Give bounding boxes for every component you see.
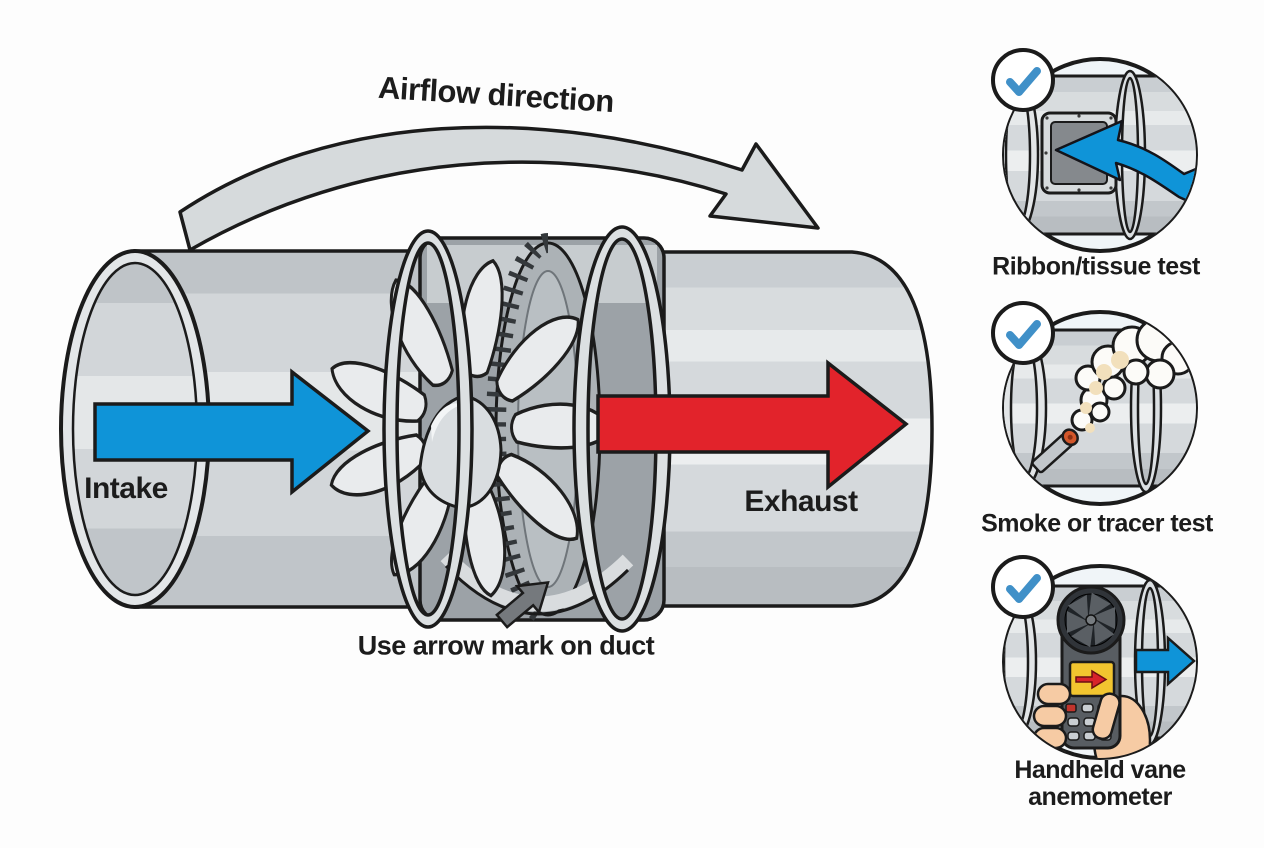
fan-left-rim — [382, 229, 474, 629]
ribbon-test-label: Ribbon/tissue test — [992, 252, 1200, 281]
inset-smoke-test — [991, 301, 1198, 506]
exhaust-label: Exhaust — [744, 485, 858, 518]
exhaust-arrow — [596, 359, 909, 491]
duct-arrow-mark — [495, 580, 550, 629]
smoke-test-label: Smoke or tracer test — [981, 509, 1213, 538]
check-icon — [991, 48, 1055, 112]
inline-fan — [322, 225, 672, 633]
airflow-direction-arrow — [178, 125, 820, 252]
smoke-stick — [1031, 428, 1079, 474]
check-icon — [991, 555, 1055, 619]
smoke-plume — [1070, 317, 1196, 432]
flow-arrow — [1134, 635, 1196, 687]
anemometer-label: Handheld vane anemometer — [1014, 756, 1186, 811]
check-icon — [991, 301, 1055, 365]
duct-mark-label: Use arrow mark on duct — [357, 630, 655, 661]
inset-ribbon-test — [991, 48, 1198, 253]
intake-arrow — [93, 368, 371, 496]
inset-anemometer — [991, 555, 1198, 760]
intake-label: Intake — [84, 472, 168, 505]
